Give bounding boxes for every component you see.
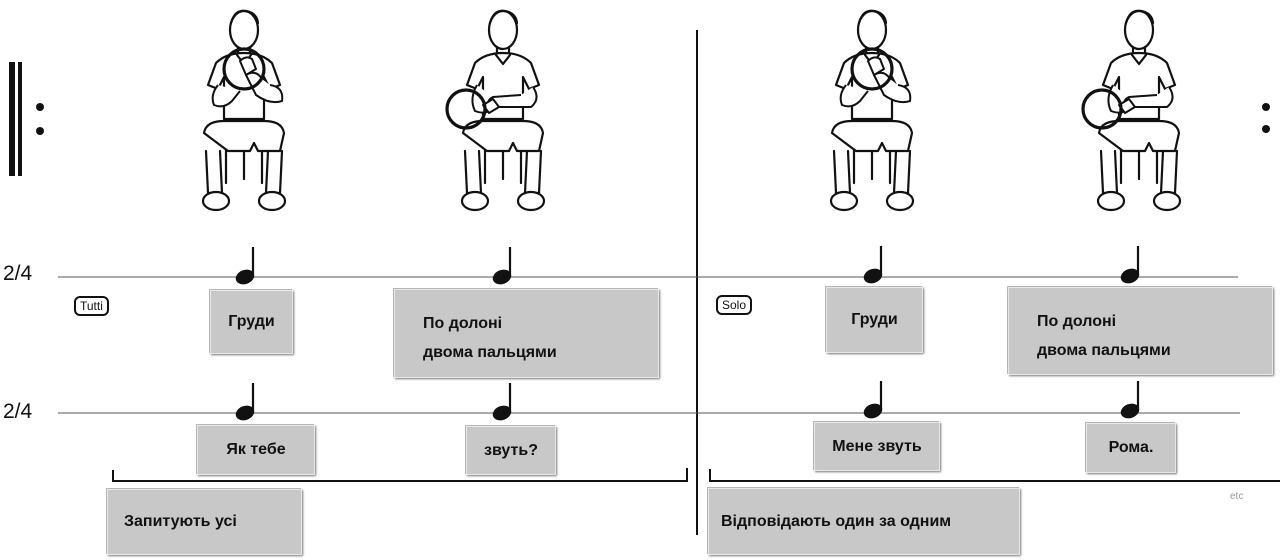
gesture-line: По долоні — [423, 315, 503, 332]
solo-tag: Solo — [716, 295, 753, 315]
notes-row-1 — [235, 246, 1140, 285]
gesture-box-palm-2: По долоні двома пальцями — [1008, 287, 1273, 375]
palm-marker — [1081, 88, 1123, 130]
chest-marker — [222, 47, 266, 91]
time-signature-row-2: 2/4 — [3, 400, 33, 423]
gesture-box-chest-2: Груди — [826, 287, 923, 353]
tutti-tag: Tutti — [74, 296, 109, 316]
gesture-box-chest-1: Груди — [210, 290, 293, 354]
repeat-end-dots — [1262, 103, 1270, 133]
lyric-box-3: Мене звуть — [814, 422, 940, 471]
bottom-box-left: Запитують усі — [107, 489, 302, 555]
time-signature-row-1: 2/4 — [3, 262, 33, 285]
bracket-left — [112, 468, 688, 482]
repeat-start-sign — [9, 62, 44, 176]
bracket-right — [709, 469, 1280, 482]
etc-label: etc — [1230, 491, 1244, 502]
chest-marker — [850, 47, 894, 91]
notes-row-2 — [235, 381, 1140, 421]
palm-marker — [445, 88, 487, 130]
lyric-box-1: Як тебе — [197, 425, 315, 475]
lyric-box-2: звуть? — [466, 426, 556, 475]
gesture-box-palm-1: По долоні двома пальцями — [394, 289, 659, 378]
bottom-box-right: Відповідають один за одним — [708, 488, 1020, 555]
lyric-box-4: Рома. — [1086, 423, 1176, 473]
gesture-line: По долоні — [1037, 313, 1117, 330]
gesture-line: двома пальцями — [1037, 342, 1171, 359]
gesture-line: двома пальцями — [423, 344, 557, 361]
